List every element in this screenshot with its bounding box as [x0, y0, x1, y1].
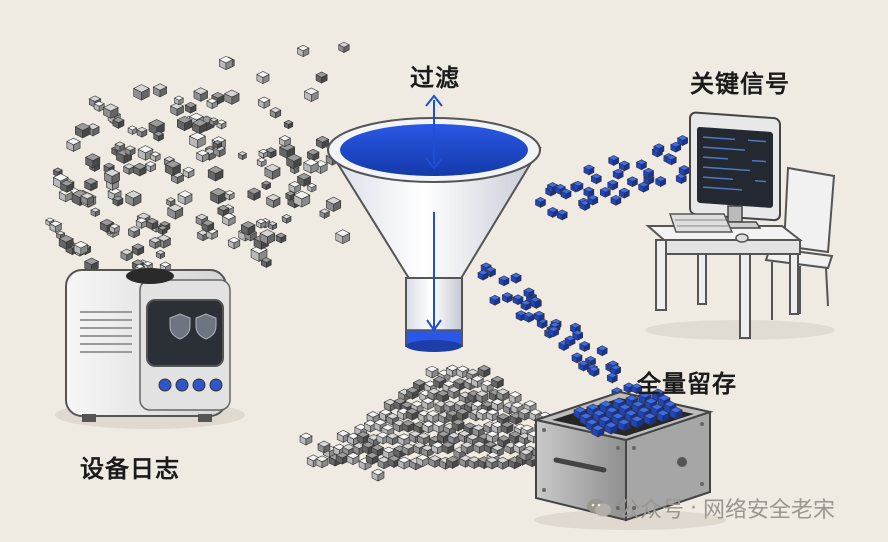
raw-log-cubes	[45, 41, 360, 281]
storage-stream	[477, 262, 643, 399]
watermark-prefix: 公众号	[618, 498, 685, 523]
watermark-name: 网络安全老宋	[703, 498, 836, 523]
key-signal-stream	[534, 135, 690, 221]
filter-label: 过滤	[410, 64, 460, 92]
stored-blue-cubes	[573, 388, 683, 438]
monitor-icon	[689, 111, 781, 229]
wechat-icon	[586, 497, 612, 519]
filtered-cube-pile	[299, 364, 613, 482]
key-signals-label: 关键信号	[690, 70, 790, 98]
watermark: 公众号 · 网络安全老宋	[586, 492, 835, 524]
shield-icon	[169, 313, 217, 340]
watermark-separator: ·	[690, 495, 698, 521]
storage-crate-icon	[532, 388, 726, 530]
workstation	[645, 111, 836, 340]
server-device-icon	[55, 268, 245, 429]
full-storage-label: 全量留存	[637, 370, 737, 398]
funnel-icon	[326, 94, 542, 352]
device-logs-label: 设备日志	[80, 455, 180, 483]
